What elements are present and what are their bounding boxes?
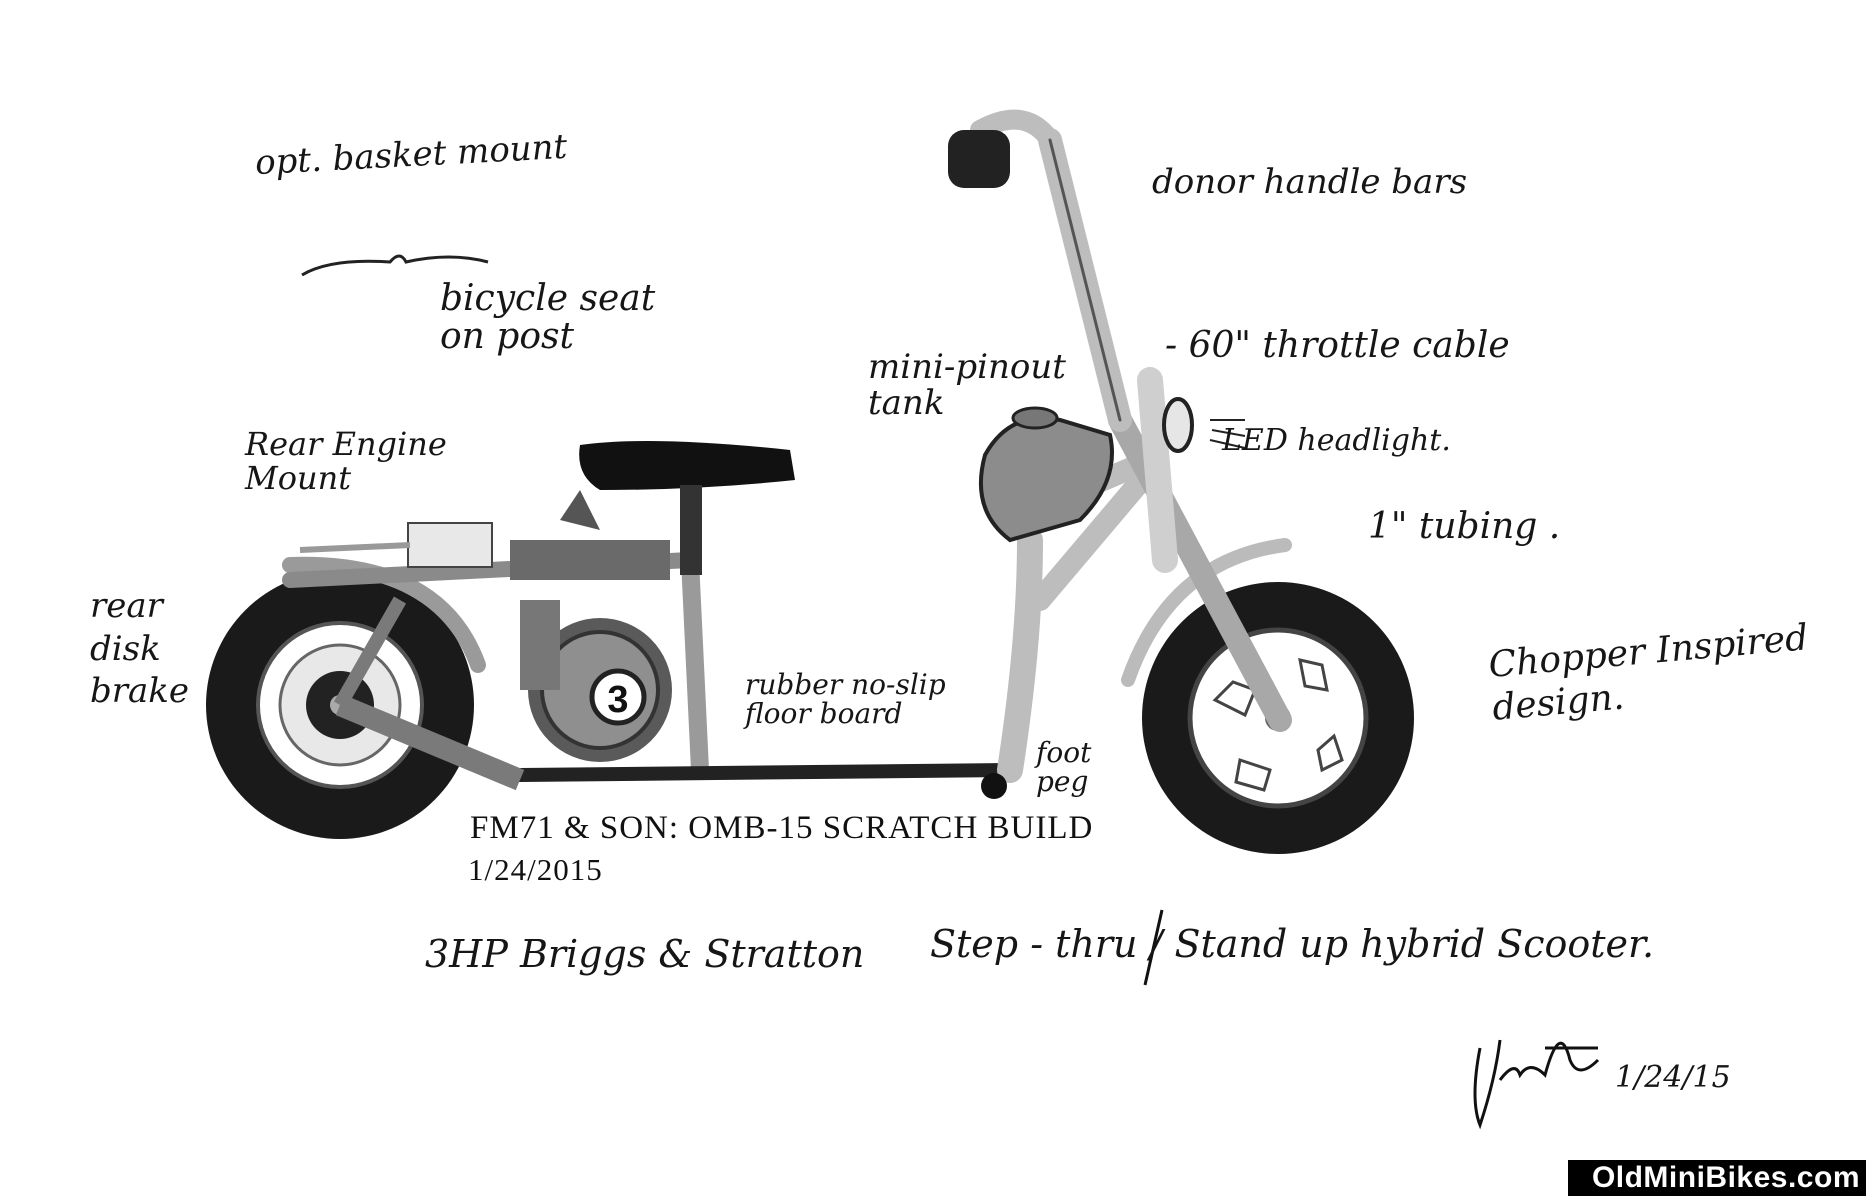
note-mini-pinout-tank: mini-pinout tank [868, 347, 1066, 423]
handlebar-grip [948, 130, 1010, 188]
seat-post [680, 485, 702, 575]
note-briggs-stratton: 3HP Briggs & Stratton [425, 932, 865, 976]
headlight-rays [1209, 419, 1246, 449]
signature-mark [1473, 1039, 1600, 1130]
rear-fender [282, 556, 486, 673]
engine: 3 [510, 490, 672, 762]
watermark: OldMiniBikes.com [1568, 1160, 1866, 1196]
caption-title: FM71 & SON: OMB-15 SCRATCH BUILD [470, 810, 1094, 846]
seat [579, 441, 795, 490]
note-led-headlight: LED headlight. [1222, 423, 1451, 458]
swing-arm [335, 694, 525, 791]
headlight [1162, 397, 1194, 453]
seat-brace-mark [301, 254, 489, 277]
front-fender [1121, 538, 1292, 687]
note-rubber-floor-board: rubber no-slip floor board [745, 668, 946, 731]
caption-date: 1/24/2015 [468, 852, 603, 887]
note-step-through: Step - thru / Stand up hybrid Scooter. [930, 922, 1655, 966]
note-throttle-cable: - 60" throttle cable [1165, 325, 1510, 366]
engine-number: 3 [607, 679, 628, 721]
foot-peg [981, 773, 1007, 799]
note-tubing: 1" tubing . [1368, 506, 1561, 547]
step-through-slash [1143, 909, 1164, 986]
note-rear-engine-mount: Rear Engine Mount [245, 425, 447, 497]
note-foot-peg: foot peg [1036, 736, 1092, 799]
note-rear-disk-brake: rear disk brake [90, 586, 190, 711]
note-donor-handle-bars: donor handle bars [1152, 162, 1468, 202]
watermark-text: OldMiniBikes.com [1591, 1161, 1860, 1194]
note-bicycle-seat: bicycle seat on post [440, 278, 656, 357]
signature-date: 1/24/15 [1615, 1060, 1731, 1095]
rear-rack [407, 522, 493, 568]
